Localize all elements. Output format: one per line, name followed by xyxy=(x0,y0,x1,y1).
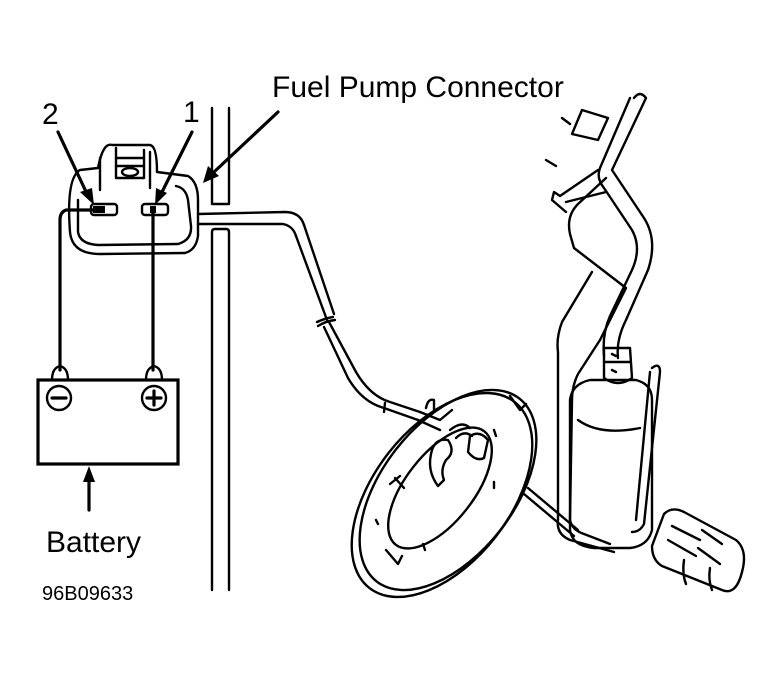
battery-label: Battery xyxy=(46,526,142,559)
fuel-pump-strainer xyxy=(650,508,746,593)
wiring-harness xyxy=(294,223,454,432)
fuel-pump-connector-label: Fuel Pump Connector xyxy=(272,71,564,104)
negative-terminal-icon xyxy=(45,384,73,412)
callout-arrows xyxy=(56,110,280,205)
figure-code-label: 96B09633 xyxy=(42,583,134,605)
fuel-pump-connector xyxy=(67,143,306,256)
terminal-2-arrow xyxy=(56,130,90,198)
fuel-pump xyxy=(568,346,654,550)
fuel-pump-bracket xyxy=(544,92,654,554)
fuel-level-sender xyxy=(522,364,662,538)
fuel-pump-flange xyxy=(350,388,538,599)
battery-negative-post xyxy=(50,364,70,382)
jumper-wire-negative xyxy=(58,208,98,372)
terminal-1-label: 1 xyxy=(183,96,200,129)
battery-positive-post xyxy=(144,364,164,382)
terminal-2-label: 2 xyxy=(42,98,59,131)
terminal-1-arrow xyxy=(158,130,194,198)
body-frame-rails xyxy=(210,106,231,592)
positive-terminal-icon xyxy=(140,384,168,412)
battery xyxy=(36,364,180,512)
jumper-wires xyxy=(58,208,155,372)
connector-callout-arrow xyxy=(212,110,280,174)
